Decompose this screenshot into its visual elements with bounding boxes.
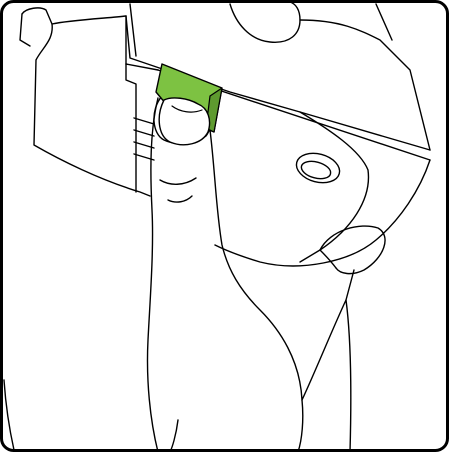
frame-border (2, 2, 448, 451)
illustration-frame (0, 0, 449, 452)
instruction-illustration (0, 0, 449, 452)
